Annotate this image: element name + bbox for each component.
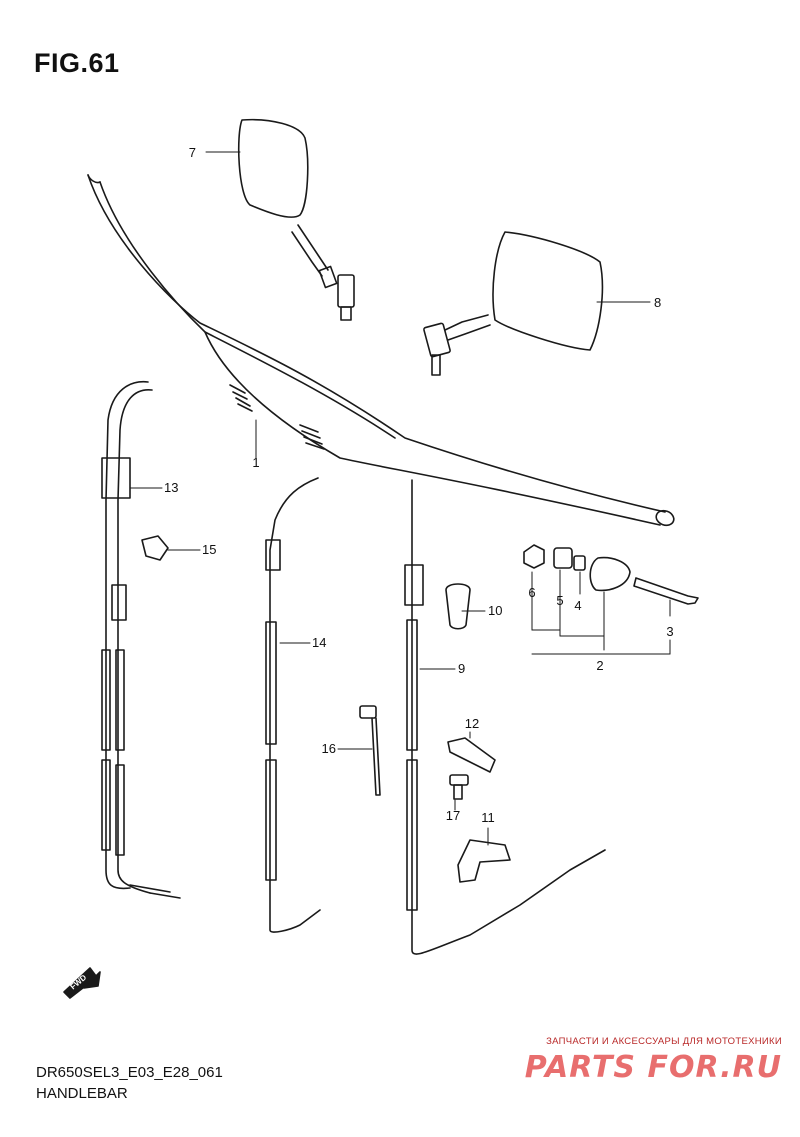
callout-7: 7 bbox=[189, 145, 196, 160]
callout-17: 17 bbox=[446, 808, 460, 823]
bracket-11 bbox=[457, 839, 511, 883]
callout-3: 3 bbox=[666, 624, 673, 639]
callout-13: 13 bbox=[164, 480, 178, 495]
cable-cap bbox=[445, 583, 471, 630]
figure-title: FIG.61 bbox=[34, 48, 120, 78]
fwd-arrow-icon: FWD bbox=[63, 967, 101, 999]
callout-2: 2 bbox=[596, 658, 603, 673]
callout-15: 15 bbox=[202, 542, 216, 557]
handlebar bbox=[87, 174, 675, 527]
clutch-cable bbox=[404, 479, 606, 955]
callout-16: 16 bbox=[322, 741, 336, 756]
watermark-tagline: ЗАПЧАСТИ И АКСЕССУАРЫ ДЛЯ МОТОТЕХНИКИ bbox=[546, 1036, 782, 1047]
bar-end-assembly bbox=[523, 544, 699, 605]
bracket-12 bbox=[447, 737, 496, 773]
callout-6: 6 bbox=[528, 585, 535, 600]
bolt-17 bbox=[449, 774, 469, 800]
callout-14: 14 bbox=[312, 635, 326, 650]
leader-lines bbox=[129, 151, 671, 846]
mirror-left bbox=[237, 118, 355, 321]
knurl-right bbox=[299, 424, 325, 450]
choke-cable bbox=[265, 477, 321, 933]
mirror-right bbox=[423, 231, 604, 376]
throttle-cables bbox=[101, 380, 181, 899]
section-name: HANDLEBAR bbox=[36, 1085, 128, 1102]
callout-9: 9 bbox=[458, 661, 465, 676]
callout-1: 1 bbox=[252, 455, 259, 470]
callout-8: 8 bbox=[654, 295, 661, 310]
callout-5: 5 bbox=[556, 593, 563, 608]
callout-4: 4 bbox=[574, 598, 581, 613]
callout-11: 11 bbox=[481, 810, 495, 825]
clamp-band bbox=[359, 705, 381, 796]
cable-clamp bbox=[141, 535, 169, 561]
watermark-brand: PARTS FOR.RU bbox=[524, 1050, 782, 1085]
callout-12: 12 bbox=[465, 716, 479, 731]
callout-10: 10 bbox=[488, 603, 502, 618]
knurl-left bbox=[229, 384, 253, 412]
model-code: DR650SEL3_E03_E28_061 bbox=[36, 1064, 223, 1081]
